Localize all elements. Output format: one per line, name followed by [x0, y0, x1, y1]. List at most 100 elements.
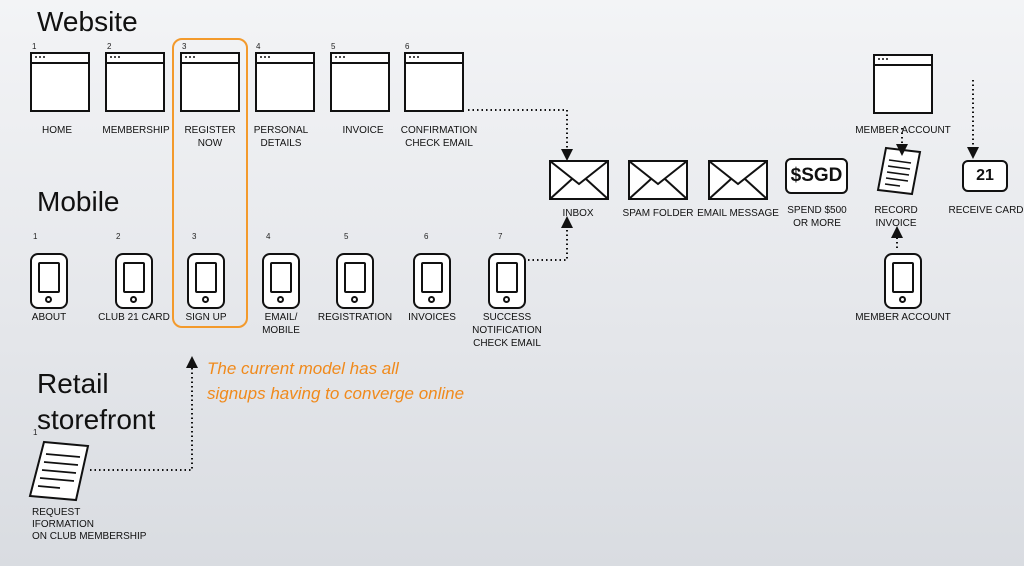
step-label-line: INBOX [562, 208, 594, 219]
envelope-icon [549, 160, 609, 200]
section-title-retail-line-2: storefront [37, 404, 156, 435]
step-number: 1 [33, 232, 38, 241]
step-label-line: CHECK EMAIL [473, 338, 541, 349]
step-label-line: SPEND $500 [787, 205, 847, 216]
browser-window-icon [873, 54, 933, 114]
receipt-icon [876, 146, 922, 196]
connector-mobile-to-inbox [528, 216, 573, 261]
browser-window-icon [180, 52, 240, 112]
step-label: SPAM FOLDER [623, 207, 694, 220]
mobile-phone-icon [262, 253, 300, 309]
document-icon [28, 440, 90, 502]
step-label-line: DETAILS [260, 138, 302, 149]
section-title-mobile: Mobile [37, 186, 120, 217]
step-label-line: MEMBER ACCOUNT [855, 312, 951, 323]
step-label-line: INVOICE [342, 125, 384, 136]
step-label: INBOX [562, 207, 593, 220]
step-label-line: ABOUT [31, 312, 67, 323]
step-label-line: INVOICE [875, 218, 917, 229]
mobile-phone-icon [187, 253, 225, 309]
step-label-line: NOTIFICATION [472, 325, 542, 336]
step-label-line: MEMBER ACCOUNT [855, 125, 951, 136]
step-label: INVOICES [408, 311, 456, 324]
section-title-website: Website [37, 6, 138, 37]
step-label-line: PERSONAL [253, 125, 309, 136]
mobile-phone-icon [488, 253, 526, 309]
step-label: SUCCESS NOTIFICATION CHECK EMAIL [472, 311, 542, 350]
step-number: 4 [266, 232, 271, 241]
annotation-line-1: The current model has all [207, 359, 399, 378]
step-label: EMAIL MESSAGE [697, 207, 779, 220]
browser-window-icon [105, 52, 165, 112]
step-number: 6 [424, 232, 429, 241]
step-label-line: RECORD [874, 205, 918, 216]
browser-window-icon [255, 52, 315, 112]
step-label-line: EMAIL MESSAGE [697, 208, 779, 219]
step-number: 1 [33, 428, 38, 437]
mobile-phone-icon [884, 253, 922, 309]
step-label-line: MEMBERSHIP [102, 125, 170, 136]
envelope-icon [708, 160, 768, 200]
step-label: MEMBER ACCOUNT [855, 124, 951, 137]
step-number: 5 [344, 232, 349, 241]
envelope-icon [628, 160, 688, 200]
annotation-line-2: signups having to converge online [207, 384, 465, 403]
club-card-icon: 21 [962, 160, 1008, 192]
step-label-line: NOW [197, 138, 223, 149]
browser-window-icon [330, 52, 390, 112]
connector-retail-to-signup [90, 356, 198, 471]
browser-window-icon [404, 52, 464, 112]
step-number: 4 [256, 42, 261, 51]
step-label-line: MOBILE [262, 325, 300, 336]
currency-card-icon: $SGD [785, 158, 848, 194]
step-number: 3 [182, 42, 187, 51]
step-label-line: REGISTER [184, 125, 236, 136]
mobile-phone-icon [30, 253, 68, 309]
step-label-line: CLUB 21 CARD [98, 312, 170, 323]
step-number: 2 [107, 42, 112, 51]
step-label-line: SUCCESS [482, 312, 532, 323]
mobile-phone-icon [413, 253, 451, 309]
step-number: 5 [331, 42, 336, 51]
step-label: EMAIL/MOBILE [262, 311, 300, 337]
step-label: SIGN UP [185, 311, 226, 324]
step-label: REGISTER NOW [184, 124, 235, 150]
step-label-line: REQUEST [32, 507, 81, 518]
step-label-line: RECEIVE CARD [948, 205, 1024, 216]
step-label: MEMBER ACCOUNT [855, 311, 951, 324]
section-title-retail-line-1: Retail [37, 368, 109, 399]
step-label-line: EMAIL/ [264, 312, 298, 323]
step-number: 3 [192, 232, 197, 241]
step-number: 2 [116, 232, 121, 241]
step-label-line: INVOICES [408, 312, 456, 323]
step-label: CLUB 21 CARD [98, 311, 170, 324]
step-label: RECEIVE CARD [948, 204, 1023, 217]
signup-highlight-box [172, 38, 248, 328]
step-label: RECORD INVOICE [874, 204, 917, 230]
step-label-line: REGISTRATION [317, 312, 393, 323]
step-label-line: SPAM FOLDER [622, 208, 694, 219]
step-label: ABOUT [32, 311, 66, 324]
step-label-line: HOME [42, 125, 72, 136]
step-label: INVOICE [342, 124, 383, 137]
step-number: 7 [498, 232, 503, 241]
annotation-text: The current model has all signups having… [207, 356, 464, 406]
section-title-retail: Retail storefront [37, 366, 155, 438]
step-label: PERSONAL DETAILS [254, 124, 308, 150]
step-label-line: IFORMATION [32, 519, 95, 530]
step-label: SPEND $500 OR MORE [787, 204, 846, 230]
step-label-line: SIGN UP [185, 312, 227, 323]
step-label: REGISTRATION [318, 311, 392, 324]
step-label-line: OR MORE [793, 218, 841, 229]
mobile-phone-icon [115, 253, 153, 309]
step-label-line: ON CLUB MEMBERSHIP [32, 531, 147, 542]
step-number: 6 [405, 42, 410, 51]
step-label-line: CONFIRMATION [400, 125, 478, 136]
mobile-phone-icon [336, 253, 374, 309]
browser-window-icon [30, 52, 90, 112]
step-number: 1 [32, 42, 37, 51]
step-label: MEMBERSHIP [102, 124, 169, 137]
